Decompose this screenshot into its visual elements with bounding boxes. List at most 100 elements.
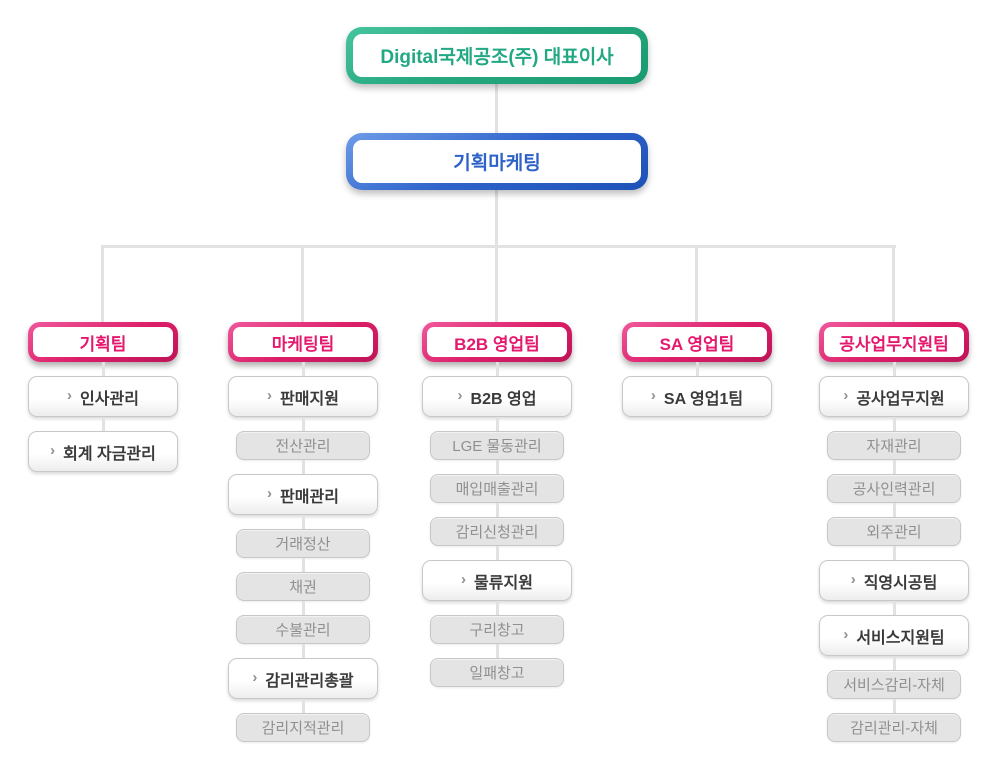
- connector-segment: [301, 699, 305, 713]
- connector-segment: [892, 546, 896, 560]
- connector-segment: [301, 644, 305, 658]
- item-label: 감리신청관리: [455, 524, 539, 541]
- connector-segment: [301, 558, 305, 572]
- chevron-right-icon: ›: [50, 442, 56, 459]
- node-ceo-label: Digital국제공조(주) 대표이사: [353, 34, 641, 77]
- connector-segment: [101, 362, 105, 376]
- menu-item-construction-support-0[interactable]: › 공사업무지원: [819, 376, 969, 417]
- chevron-right-icon: ›: [267, 485, 273, 502]
- sub-item-construction-support-7: 감리관리-자체: [827, 713, 961, 742]
- menu-item-b2b-sales-4[interactable]: › 물류지원: [422, 560, 572, 601]
- item-label: 거래정산: [275, 536, 331, 553]
- menu-item-marketing-2[interactable]: › 판매관리: [228, 474, 378, 515]
- item-label: 전산관리: [275, 438, 331, 455]
- connector-segment: [892, 656, 896, 670]
- menu-item-construction-support-5[interactable]: › 서비스지원팀: [819, 615, 969, 656]
- item-label: 채권: [289, 579, 317, 596]
- item-label: SA 영업1팀: [663, 390, 744, 408]
- team-column-planning: 기획팀 ›인사관리 › 회계 자금관리: [28, 322, 178, 472]
- connector-segment: [495, 460, 499, 474]
- connector-segment: [495, 417, 499, 431]
- chevron-right-icon: ›: [843, 387, 849, 404]
- connector-segment: [301, 515, 305, 529]
- chevron-right-icon: ›: [461, 571, 467, 588]
- chevron-right-icon: ›: [650, 387, 656, 404]
- item-label: 일패창고: [469, 665, 525, 682]
- connector-segment: [695, 362, 699, 376]
- team-header-label: 마케팅팀: [233, 327, 373, 357]
- sub-item-construction-support-2: 공사인력관리: [827, 474, 961, 503]
- menu-item-b2b-sales-0[interactable]: ›B2B 영업: [422, 376, 572, 417]
- item-label: 감리관리총괄: [265, 672, 354, 690]
- sub-item-construction-support-3: 외주관리: [827, 517, 961, 546]
- menu-item-marketing-6[interactable]: ›감리관리총괄: [228, 658, 378, 699]
- connector-drop-5: [892, 245, 895, 322]
- item-label: 직영시공팀: [863, 574, 938, 592]
- sub-item-b2b-sales-1: LGE 물동관리: [430, 431, 564, 460]
- team-column-sa-sales: SA 영업팀 › SA 영업1팀: [622, 322, 772, 417]
- team-header-label: SA 영업팀: [627, 327, 767, 357]
- node-division-label: 기획마케팅: [353, 140, 641, 183]
- node-division: 기획마케팅: [346, 133, 648, 190]
- item-label: 수불관리: [275, 622, 331, 639]
- menu-item-marketing-0[interactable]: ›판매지원: [228, 376, 378, 417]
- connector-drop-2: [301, 245, 304, 322]
- team-header-sa-sales[interactable]: SA 영업팀: [622, 322, 772, 362]
- item-label: 감리지적관리: [261, 720, 345, 737]
- item-label: 판매관리: [280, 488, 339, 506]
- item-label: 매입매출관리: [455, 481, 539, 498]
- team-header-label: 공사업무지원팀: [824, 327, 964, 357]
- connector-segment: [892, 417, 896, 431]
- connector-segment: [495, 601, 499, 615]
- item-label: 자재관리: [866, 438, 922, 455]
- item-label: 감리관리-자체: [850, 720, 938, 737]
- node-ceo: Digital국제공조(주) 대표이사: [346, 27, 648, 84]
- menu-item-planning-1[interactable]: › 회계 자금관리: [28, 431, 178, 472]
- team-header-construction-support[interactable]: 공사업무지원팀: [819, 322, 969, 362]
- menu-item-sa-sales-0[interactable]: › SA 영업1팀: [622, 376, 772, 417]
- sub-item-b2b-sales-2: 매입매출관리: [430, 474, 564, 503]
- item-label: 물류지원: [474, 574, 533, 592]
- connector-segment: [892, 601, 896, 615]
- item-label: 서비스지원팀: [856, 629, 945, 647]
- connector-segment: [892, 362, 896, 376]
- connector-segment: [892, 460, 896, 474]
- team-header-label: B2B 영업팀: [427, 327, 567, 357]
- connector-segment: [892, 699, 896, 713]
- sub-item-b2b-sales-3: 감리신청관리: [430, 517, 564, 546]
- connector-branch-bar: [101, 245, 896, 248]
- menu-item-construction-support-4[interactable]: › 직영시공팀: [819, 560, 969, 601]
- connector-division-trunk: [495, 189, 498, 247]
- chevron-right-icon: ›: [843, 626, 849, 643]
- sub-item-construction-support-1: 자재관리: [827, 431, 961, 460]
- sub-item-marketing-1: 전산관리: [236, 431, 370, 460]
- connector-root-division: [495, 84, 498, 133]
- sub-item-b2b-sales-6: 일패창고: [430, 658, 564, 687]
- team-header-b2b-sales[interactable]: B2B 영업팀: [422, 322, 572, 362]
- sub-item-marketing-5: 수불관리: [236, 615, 370, 644]
- connector-segment: [301, 417, 305, 431]
- connector-segment: [301, 601, 305, 615]
- item-label: LGE 물동관리: [452, 438, 542, 455]
- sub-item-marketing-7: 감리지적관리: [236, 713, 370, 742]
- connector-segment: [495, 644, 499, 658]
- sub-item-marketing-3: 거래정산: [236, 529, 370, 558]
- team-header-planning[interactable]: 기획팀: [28, 322, 178, 362]
- connector-segment: [495, 503, 499, 517]
- connector-segment: [892, 503, 896, 517]
- chevron-right-icon: ›: [457, 387, 463, 404]
- item-label: 회계 자금관리: [63, 445, 156, 463]
- team-header-marketing[interactable]: 마케팅팀: [228, 322, 378, 362]
- item-label: 판매지원: [280, 390, 339, 408]
- chevron-right-icon: ›: [850, 571, 856, 588]
- sub-item-b2b-sales-5: 구리창고: [430, 615, 564, 644]
- menu-item-planning-0[interactable]: ›인사관리: [28, 376, 178, 417]
- item-label: 인사관리: [80, 390, 139, 408]
- item-label: 서비스감리-자체: [843, 677, 945, 694]
- item-label: 구리창고: [469, 622, 525, 639]
- item-label: 공사업무지원: [856, 390, 945, 408]
